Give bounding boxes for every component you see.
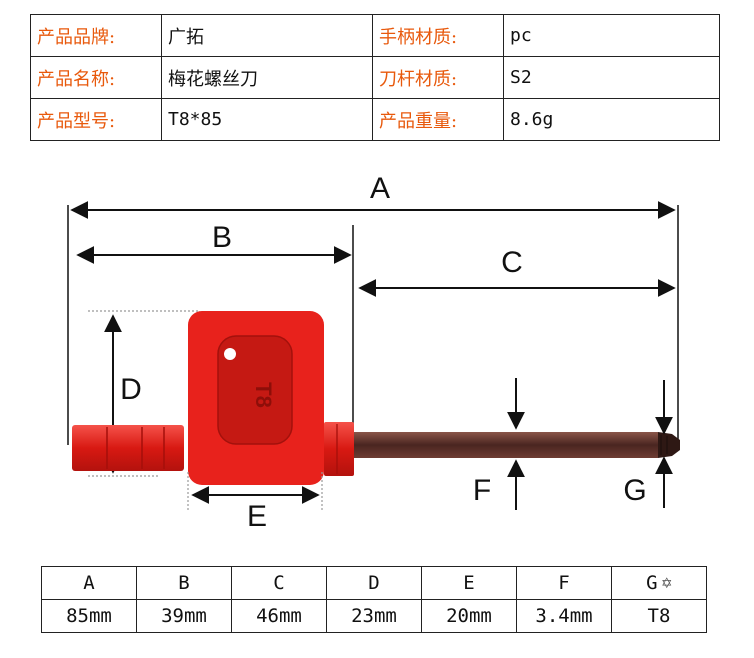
dimension-table-value-row: 85mm 39mm 46mm 23mm 20mm 3.4mm T8 [41, 599, 707, 633]
dimension-g-label: G [623, 474, 646, 507]
dimension-header-f: F [516, 566, 612, 600]
spec-row: 产品型号: T8*85 产品重量: 8.6g [30, 98, 720, 141]
dimension-header-c: C [231, 566, 327, 600]
dimension-d-label: D [120, 373, 142, 406]
dimension-header-a: A [41, 566, 137, 600]
spec-value-handle-material: pc [503, 14, 720, 57]
dimension-d-guides [88, 310, 198, 477]
dimension-c-label: C [501, 246, 523, 279]
extension-lines [67, 205, 679, 445]
dimension-value-g: T8 [611, 599, 707, 633]
screwdriver-handle: T8 [72, 311, 354, 485]
dimension-value-b: 39mm [136, 599, 232, 633]
spec-label-model: 产品型号: [30, 98, 162, 141]
spec-table: 产品品牌: 广拓 手柄材质: pc 产品名称: 梅花螺丝刀 刀杆材质: S2 产… [30, 14, 720, 141]
spec-value-brand: 广拓 [161, 14, 373, 57]
dimension-table: A B C D E F G ✡ 85mm 39mm 46mm 23mm 20mm… [41, 566, 707, 633]
dimension-header-b: B [136, 566, 232, 600]
torx-star-icon: ✡ [661, 573, 672, 593]
dimension-value-e: 20mm [421, 599, 517, 633]
dimension-b-label: B [212, 221, 232, 254]
spec-value-shaft-material: S2 [503, 56, 720, 99]
handle-stamp: T8 [251, 382, 276, 408]
dimension-a-label: A [370, 172, 390, 205]
dimension-value-a: 85mm [41, 599, 137, 633]
spec-value-weight: 8.6g [503, 98, 720, 141]
spec-row: 产品名称: 梅花螺丝刀 刀杆材质: S2 [30, 56, 720, 99]
spec-row: 产品品牌: 广拓 手柄材质: pc [30, 14, 720, 57]
dimension-e-label: E [247, 500, 267, 533]
spec-value-product-name: 梅花螺丝刀 [161, 56, 373, 99]
dimension-header-g-cell: G ✡ [611, 566, 707, 600]
screwdriver-shaft [354, 432, 680, 458]
dimension-header-e: E [421, 566, 517, 600]
dimension-header-d: D [326, 566, 422, 600]
dimension-e-guides [187, 472, 323, 512]
spec-label-weight: 产品重量: [372, 98, 504, 141]
dimension-value-f: 3.4mm [516, 599, 612, 633]
dimension-value-d: 23mm [326, 599, 422, 633]
dimension-value-c: 46mm [231, 599, 327, 633]
screwdriver-diagram: A B C D T8 E F [67, 172, 680, 533]
dimension-header-g: G [646, 572, 658, 594]
spec-label-shaft-material: 刀杆材质: [372, 56, 504, 99]
spec-value-model: T8*85 [161, 98, 373, 141]
dimension-table-header-row: A B C D E F G ✡ [41, 566, 707, 600]
spec-label-brand: 产品品牌: [30, 14, 162, 57]
dimension-f-label: F [473, 474, 491, 507]
